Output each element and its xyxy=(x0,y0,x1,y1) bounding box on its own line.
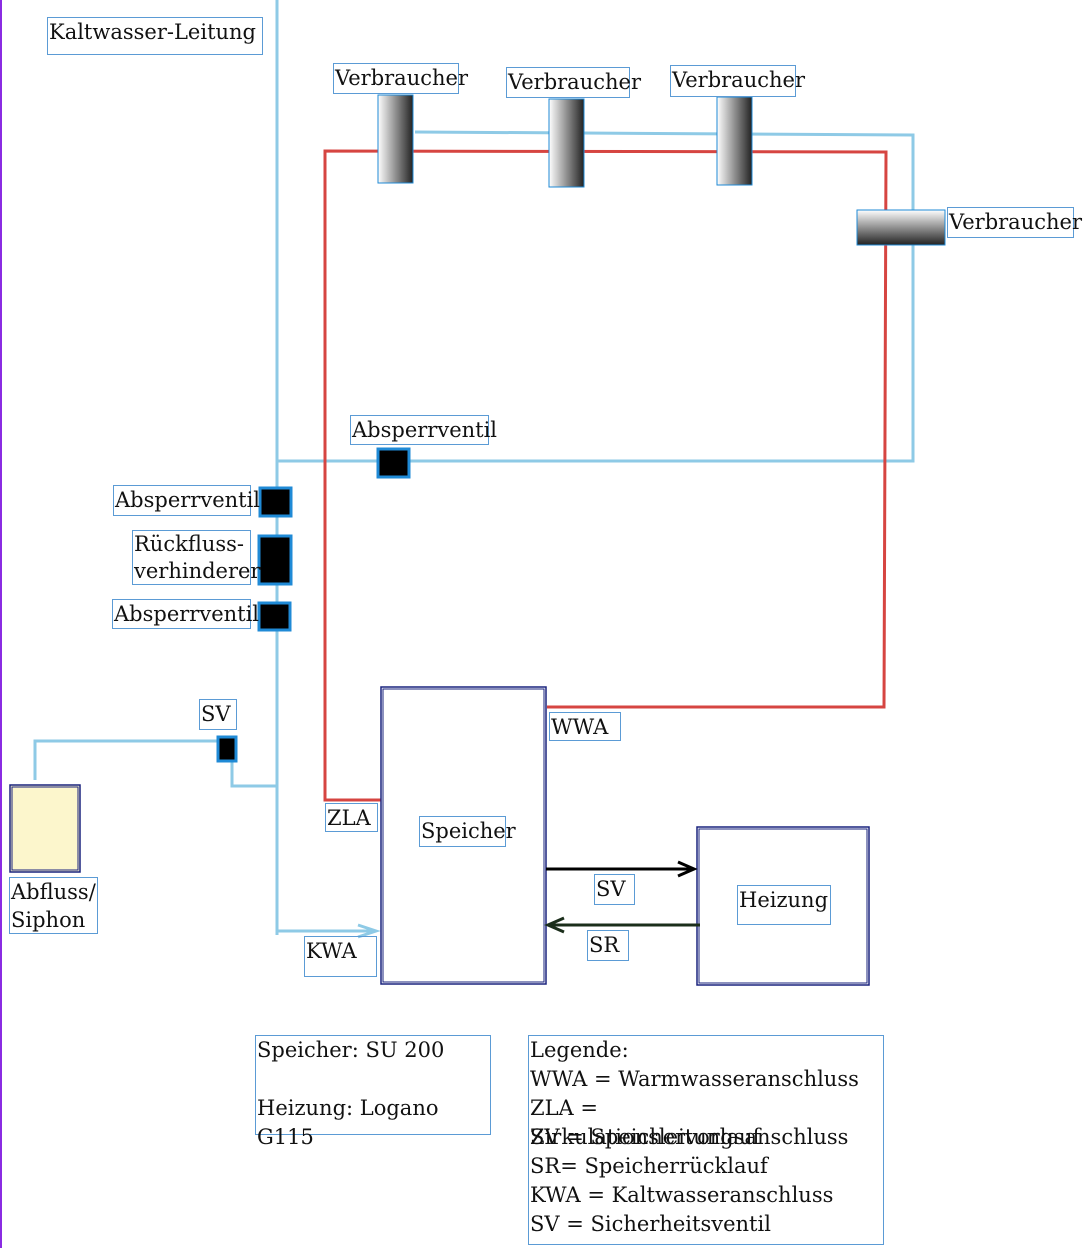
storage-tank xyxy=(380,686,547,985)
legend-item-sr: SR= Speicherrücklauf xyxy=(530,1154,768,1178)
consumer-2-body xyxy=(548,98,585,188)
sv-flow-arrowhead xyxy=(677,860,698,878)
equipment-info-box: Speicher: SU 200 Heizung: Logano G115 xyxy=(255,1035,491,1149)
legend-item-wwa: WWA = Warmwasseranschluss xyxy=(530,1067,859,1091)
consumer-1-label: Verbraucher xyxy=(333,63,468,94)
valve-branch xyxy=(376,447,411,479)
safety-valve xyxy=(216,735,238,763)
sr-flow-label: SR xyxy=(587,930,629,961)
heating-label: Heizung xyxy=(737,885,831,925)
flow-arrows xyxy=(544,860,700,934)
wwa-label: WWA xyxy=(549,712,621,741)
legend-title: Legende: xyxy=(530,1038,629,1062)
cold-water-pipes xyxy=(33,0,915,939)
legend-box: Legende: WWA = Warmwasseranschluss ZLA =… xyxy=(528,1035,884,1245)
valve-branch-label: Absperrventil xyxy=(350,415,497,445)
storage-label: Speicher xyxy=(419,816,516,847)
zla-label: ZLA xyxy=(325,803,378,832)
cold-water-branch-to-consumers xyxy=(277,130,915,463)
backflow-label-line-1: Rückfluss- xyxy=(134,532,245,556)
safety-branch xyxy=(230,750,277,788)
sv-flow-label: SV xyxy=(594,874,635,905)
valve-main-upper-label: Absperrventil xyxy=(113,485,260,516)
safety-valve-label: SV xyxy=(199,699,237,730)
consumer-3-body xyxy=(716,96,753,186)
backflow-preventer xyxy=(257,534,293,586)
siphon-box xyxy=(9,784,81,873)
info-spacer xyxy=(257,1065,489,1094)
valve-main-upper xyxy=(258,486,293,518)
cold-water-line-label: Kaltwasser-Leitung xyxy=(47,17,263,55)
sr-flow-arrowhead xyxy=(544,916,565,934)
drain-siphon-label: Abfluss/ Siphon xyxy=(9,877,98,934)
drain-pipe xyxy=(33,739,219,780)
heating-unit xyxy=(696,826,870,986)
storage-model-text: Speicher: SU 200 xyxy=(257,1038,445,1062)
kwa-label: KWA xyxy=(304,936,377,977)
valve-main-lower xyxy=(257,601,292,632)
consumer-4-label: Verbraucher xyxy=(947,207,1082,238)
heating-model-text: Heizung: Logano G115 xyxy=(257,1096,439,1149)
backflow-label-line-2: verhinderer xyxy=(134,559,261,583)
drain-label-line-1: Abfluss/ xyxy=(11,880,96,904)
consumer-3-label: Verbraucher xyxy=(670,65,805,97)
legend-item-safety-valve: SV = Sicherheitsventil xyxy=(530,1212,771,1236)
consumer-2-label: Verbraucher xyxy=(506,67,641,98)
legend-item-kwa: KWA = Kaltwasseranschluss xyxy=(530,1183,834,1207)
legend-item-zla: ZLA = Zirkulationsleitungsanschluss xyxy=(530,1096,849,1149)
drain-label-line-2: Siphon xyxy=(11,908,86,932)
valve-main-lower-label: Absperrventil xyxy=(112,599,259,629)
hot-water-loop xyxy=(323,149,888,802)
legend-item-sv-flow: SV = Speichervorlauf xyxy=(530,1125,761,1149)
consumer-4-body xyxy=(856,209,946,246)
kwa-arrowhead xyxy=(357,923,381,939)
consumer-1-body xyxy=(377,94,414,184)
backflow-preventer-label: Rückfluss- verhinderer xyxy=(132,530,261,585)
